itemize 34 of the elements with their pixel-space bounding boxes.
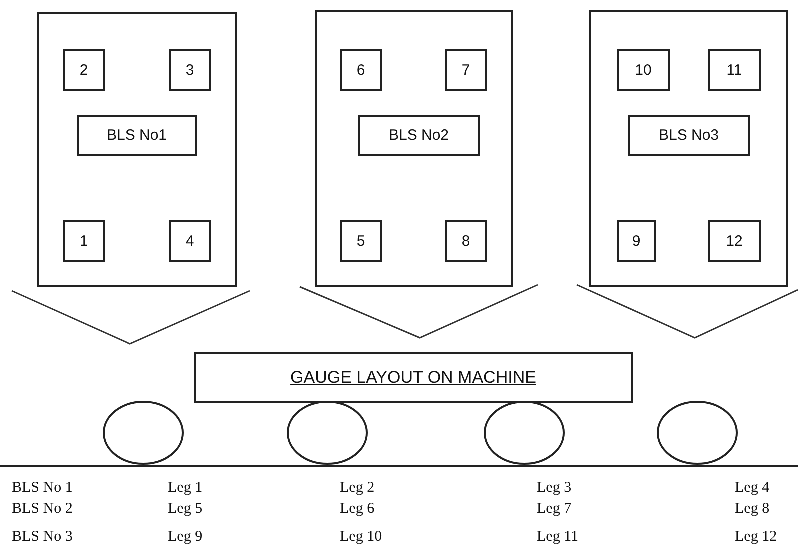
table-text: Leg 9 xyxy=(168,530,203,545)
table-text: Leg 7 xyxy=(537,502,572,517)
table-text: Leg 11 xyxy=(537,530,579,545)
table-text: Leg 10 xyxy=(340,530,382,545)
gauge-number-box: 12 xyxy=(708,220,761,262)
table-text: BLS No 3 xyxy=(12,530,73,545)
table-text: Leg 3 xyxy=(537,481,572,496)
gauge-number-box: 2 xyxy=(63,49,105,91)
table-text: Leg 5 xyxy=(168,502,203,517)
gauge-number-box: 9 xyxy=(617,220,656,262)
table-text: Leg 8 xyxy=(735,502,770,517)
gauge-number-box: 8 xyxy=(445,220,487,262)
table-text: Leg 2 xyxy=(340,481,375,496)
table-text: BLS No 2 xyxy=(12,502,73,517)
gauge-number-box: 5 xyxy=(340,220,382,262)
gauge-number-box: 6 xyxy=(340,49,382,91)
unit-label-box: BLS No3 xyxy=(628,115,750,156)
unit-panel xyxy=(315,10,513,287)
gauge-number-box: 10 xyxy=(617,49,670,91)
unit-label-box: BLS No1 xyxy=(77,115,197,156)
table-text: BLS No 1 xyxy=(12,481,73,496)
gauge-number-box: 11 xyxy=(708,49,761,91)
gauge-number-box: 4 xyxy=(169,220,211,262)
unit-panel xyxy=(37,12,237,287)
table-text: Leg 1 xyxy=(168,481,203,496)
table-text: Leg 4 xyxy=(735,481,770,496)
gauge-number-box: 7 xyxy=(445,49,487,91)
unit-label-box: BLS No2 xyxy=(358,115,480,156)
table-text: Leg 6 xyxy=(340,502,375,517)
table-text: Leg 12 xyxy=(735,530,778,545)
unit-panel xyxy=(589,10,788,287)
gauge-number-box: 1 xyxy=(63,220,105,262)
gauge-number-box: 3 xyxy=(169,49,211,91)
title-box: GAUGE LAYOUT ON MACHINE xyxy=(194,352,633,403)
